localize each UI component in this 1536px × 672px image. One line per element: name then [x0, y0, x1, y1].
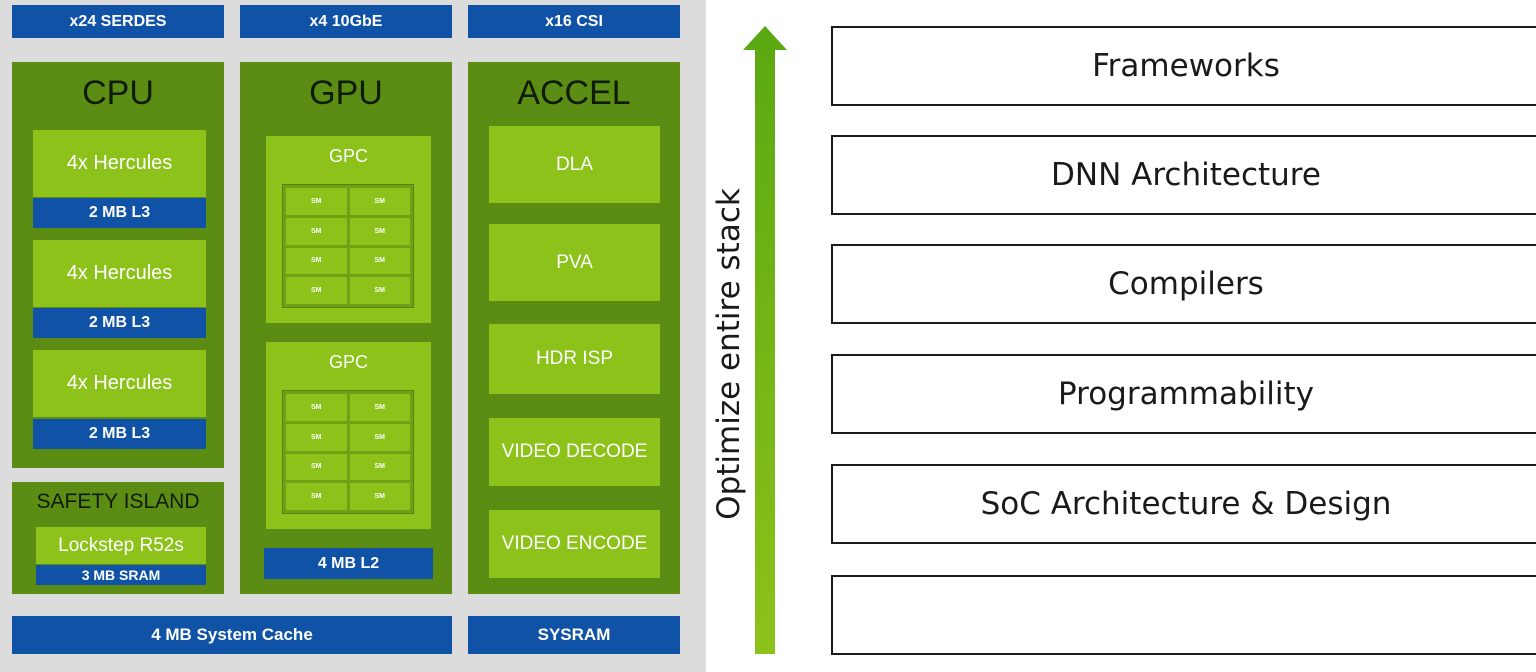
- sm-unit: SM: [349, 188, 410, 215]
- accel-video-encode: VIDEO ENCODE: [489, 510, 660, 578]
- sm-unit: SM: [286, 483, 347, 510]
- sm-unit: SM: [286, 277, 347, 304]
- sm-unit: SM: [349, 277, 410, 304]
- sm-unit: SM: [349, 423, 410, 451]
- sm-unit: SM: [286, 217, 347, 245]
- sm-unit: SM: [286, 423, 347, 451]
- gpu-l2-cache: 4 MB L2: [264, 548, 433, 579]
- accel-pva: PVA: [489, 224, 660, 301]
- accel-dla: DLA: [489, 126, 660, 203]
- cpu-title: CPU: [82, 74, 154, 112]
- sm-unit: SM: [349, 453, 410, 481]
- layer-dnn-architecture: DNN Architecture: [831, 135, 1536, 215]
- gpc-1-sm-grid: SM SM SM SM SM SM SM SM: [282, 184, 414, 308]
- cpu-cluster-2-cores: 4x Hercules: [33, 240, 206, 307]
- cpu-cluster-1-cores: 4x Hercules: [33, 130, 206, 197]
- cpu-cluster-3-cache: 2 MB L3: [33, 419, 206, 449]
- sm-unit: SM: [349, 217, 410, 245]
- layer-frameworks-label: Frameworks: [1092, 48, 1280, 84]
- layer-programmability-label: Programmability: [1057, 376, 1314, 412]
- accel-title: ACCEL: [517, 74, 631, 112]
- layer-compilers-label: Compilers: [1108, 266, 1264, 302]
- gpc-1-label: GPC: [328, 146, 368, 166]
- layer-compilers: Compilers: [831, 244, 1536, 324]
- ethernet-io-bar: x4 10GbE: [240, 5, 452, 38]
- gpu-title: GPU: [309, 74, 383, 112]
- gpc-2: GPC SM SM SM SM SM SM SM SM: [266, 342, 431, 529]
- safety-island-title: SAFETY ISLAND: [36, 490, 200, 513]
- sm-unit: SM: [286, 394, 347, 421]
- layer-soc-architecture-design: SoC Architecture & Design: [831, 464, 1536, 544]
- accel-hdr-isp: HDR ISP: [489, 324, 660, 394]
- sm-unit: SM: [286, 247, 347, 275]
- sm-unit: SM: [349, 394, 410, 421]
- csi-io-bar: x16 CSI: [468, 5, 680, 38]
- cpu-cluster-1-cache: 2 MB L3: [33, 198, 206, 228]
- cpu-cluster-3-cores: 4x Hercules: [33, 350, 206, 417]
- sm-unit: SM: [286, 188, 347, 215]
- layer-dnn-architecture-label: DNN Architecture: [1051, 157, 1321, 193]
- safety-sram: 3 MB SRAM: [36, 565, 206, 585]
- optimize-stack-label: Optimize entire stack: [711, 188, 748, 520]
- cpu-cluster-2-cache: 2 MB L3: [33, 308, 206, 338]
- sm-unit: SM: [349, 483, 410, 510]
- up-arrow-icon: [743, 26, 787, 654]
- sm-unit: SM: [349, 247, 410, 275]
- layer-frameworks: Frameworks: [831, 26, 1536, 106]
- gpc-2-label: GPC: [328, 352, 368, 372]
- lockstep-cores: Lockstep R52s: [36, 527, 206, 564]
- sysram-bar: SYSRAM: [468, 616, 680, 654]
- gpc-1: GPC SM SM SM SM SM SM SM SM: [266, 136, 431, 323]
- layer-soc-architecture-design-label: SoC Architecture & Design: [980, 486, 1392, 522]
- layer-programmability: Programmability: [831, 354, 1536, 434]
- serdes-io-bar: x24 SERDES: [12, 5, 224, 38]
- system-cache-bar: 4 MB System Cache: [12, 616, 452, 654]
- gpc-2-sm-grid: SM SM SM SM SM SM SM SM: [282, 390, 414, 514]
- sm-unit: SM: [286, 453, 347, 481]
- layer-empty: [831, 575, 1536, 655]
- accel-video-decode: VIDEO DECODE: [489, 418, 660, 486]
